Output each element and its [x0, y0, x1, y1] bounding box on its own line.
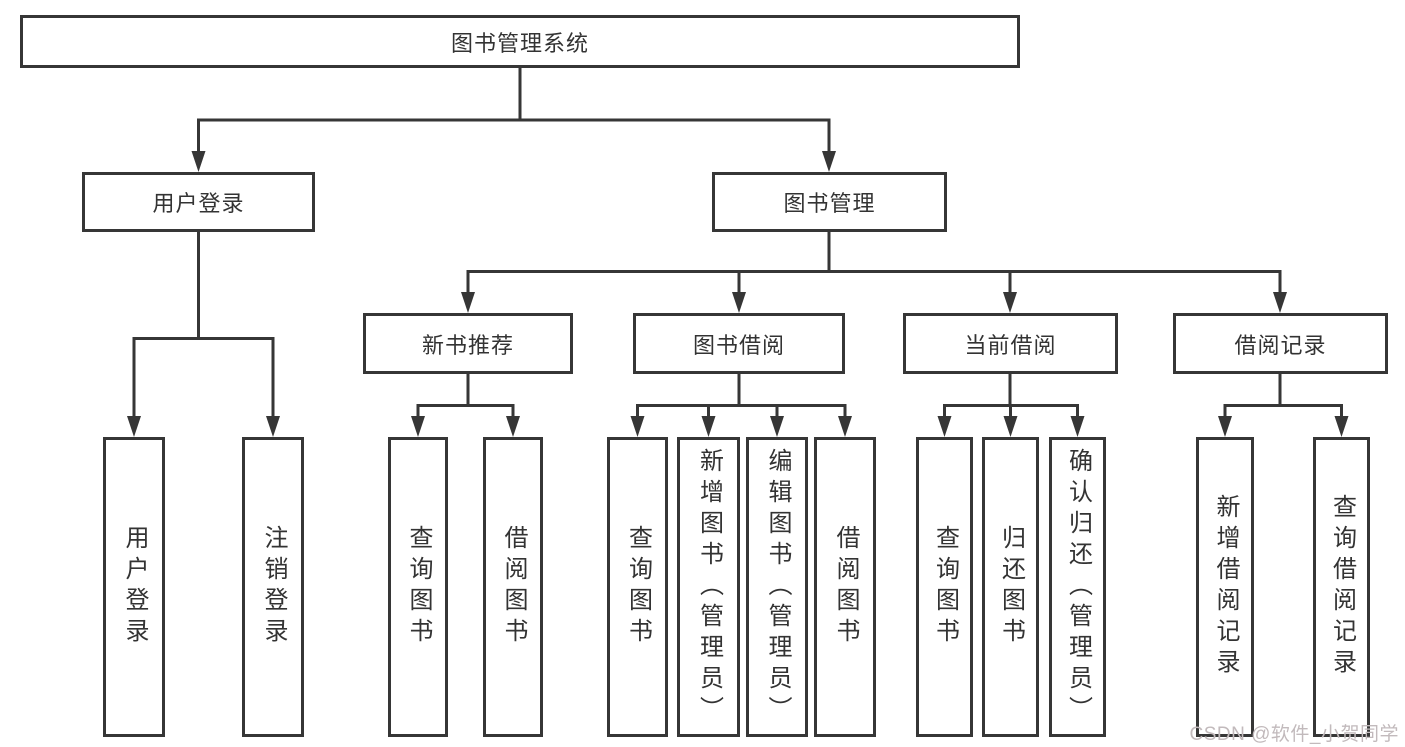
arrow-icon: [1273, 292, 1287, 313]
arrow-icon: [461, 292, 475, 313]
node-user-login: 用户登录: [82, 172, 315, 232]
leaf-query-book: 查询图书: [607, 437, 668, 737]
connector-root-to-level2: [197, 68, 831, 153]
connector-bookmgmt-to-level3: [466, 232, 1282, 294]
node-label: 图书借阅: [692, 332, 785, 358]
arrow-icon: [822, 151, 836, 172]
leaf-label: 归还图书: [997, 525, 1025, 649]
arrow-icon: [701, 416, 716, 437]
arrow-icon: [1003, 292, 1017, 313]
leaf-return-book: 归还图书: [982, 437, 1039, 737]
arrow-icon: [732, 292, 746, 313]
leaf-query-borrow-record: 查询借阅记录: [1313, 437, 1370, 737]
leaf-borrow-book: 借阅图书: [483, 437, 543, 737]
leaf-label: 新增借阅记录: [1212, 494, 1239, 680]
leaf-add-book-admin: 新增图书（管理员）: [677, 437, 740, 737]
leaf-label: 查询借阅记录: [1328, 494, 1356, 680]
arrow-icon: [937, 416, 952, 437]
node-root: 图书管理系统: [20, 15, 1020, 68]
leaf-query-book: 查询图书: [388, 437, 448, 737]
arrow-icon: [1218, 416, 1232, 437]
arrow-icon: [770, 416, 784, 437]
node-label: 图书管理: [783, 191, 876, 216]
leaf-label: 借阅图书: [832, 525, 859, 649]
node-book-borrow: 图书借阅: [633, 313, 845, 374]
arrow-icon: [630, 416, 645, 437]
leaf-label: 查询图书: [405, 525, 432, 649]
node-new-book-recommend: 新书推荐: [363, 313, 573, 374]
leaf-label: 注销登录: [260, 525, 287, 649]
leaf-query-book: 查询图书: [916, 437, 973, 737]
leaf-label: 借阅图书: [500, 525, 527, 649]
arrow-icon: [838, 416, 852, 437]
leaf-user-login: 用户登录: [103, 437, 165, 737]
node-label: 新书推荐: [421, 332, 514, 358]
leaf-label: 查询图书: [624, 525, 652, 649]
arrow-icon: [411, 416, 425, 437]
arrow-icon: [1003, 416, 1018, 437]
node-root-label: 图书管理系统: [450, 30, 589, 56]
arrow-icon: [191, 151, 206, 172]
node-label: 用户登录: [152, 191, 245, 216]
leaf-logout: 注销登录: [242, 437, 304, 737]
arrow-icon: [266, 416, 280, 437]
node-label: 当前借阅: [964, 332, 1057, 358]
leaf-label: 编辑图书（管理员）: [764, 447, 791, 727]
node-current-borrow: 当前借阅: [903, 313, 1118, 374]
node-book-management: 图书管理: [712, 172, 947, 232]
connector-userlogin-to-leaves: [132, 232, 275, 418]
leaf-label: 查询图书: [931, 525, 959, 649]
arrow-icon: [1070, 416, 1085, 437]
arrow-icon: [506, 416, 520, 437]
connector-level3-to-leaves: [416, 374, 1343, 418]
csdn-watermark: CSDN @软件_小贺同学: [1189, 724, 1399, 745]
node-label: 借阅记录: [1234, 332, 1327, 358]
arrow-icon: [127, 416, 141, 437]
leaf-label: 确认归还（管理员）: [1064, 447, 1092, 727]
node-borrow-record: 借阅记录: [1173, 313, 1388, 374]
arrow-icon: [1334, 416, 1349, 437]
leaf-label: 用户登录: [121, 525, 148, 649]
leaf-label: 新增图书（管理员）: [695, 447, 723, 727]
leaf-edit-book-admin: 编辑图书（管理员）: [746, 437, 808, 737]
leaf-add-borrow-record: 新增借阅记录: [1196, 437, 1254, 737]
leaf-borrow-book: 借阅图书: [814, 437, 876, 737]
leaf-confirm-return-admin: 确认归还（管理员）: [1049, 437, 1106, 737]
arrowheads: [127, 151, 1349, 437]
